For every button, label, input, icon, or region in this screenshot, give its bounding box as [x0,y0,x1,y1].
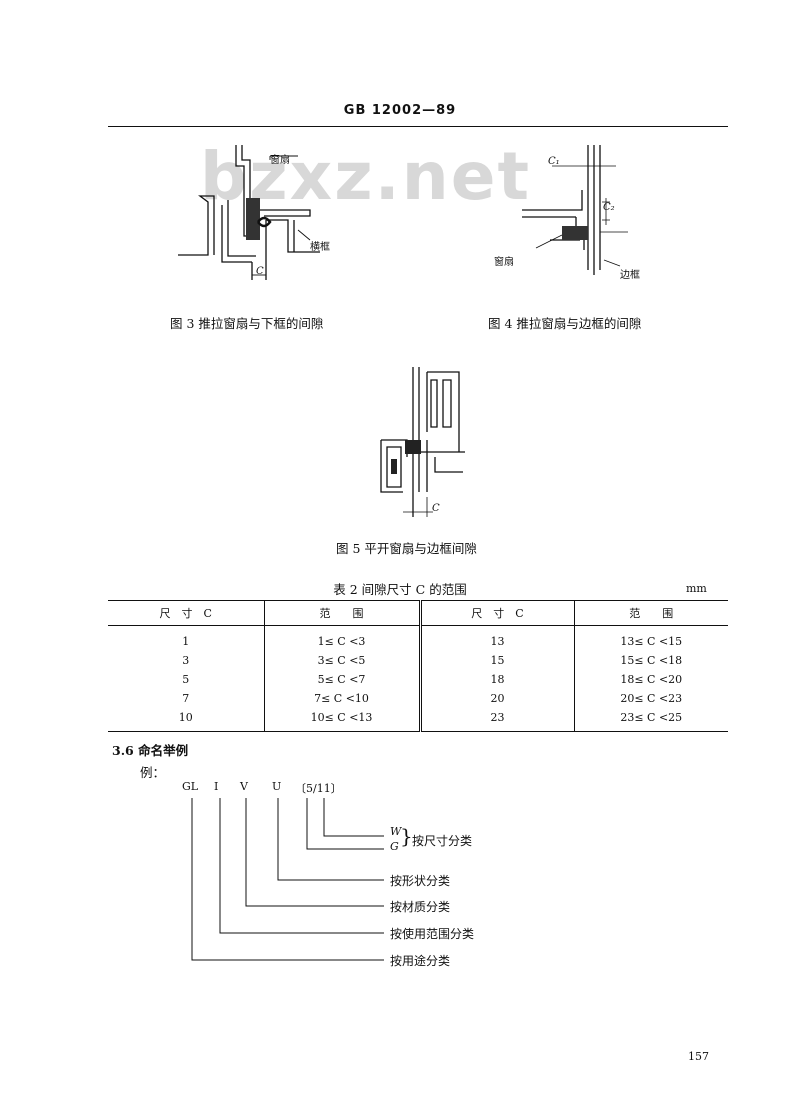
table-header-cell: 范 围 [573,600,728,626]
table-cell: 15 [418,651,574,670]
table-cell: 5 [182,673,190,686]
header-rule [108,126,728,127]
code-part-gl: GL [182,780,199,793]
code-part-v: V [240,780,248,793]
class-shape: 按形状分类 [390,874,451,888]
code-part-size: 〔5/11〕 [295,782,342,795]
table-cell: 7≤ C <10 [263,689,420,708]
table-header-cell: 尺 寸 C [108,600,264,626]
fig4-label-frame: 边框 [620,270,640,281]
figure-4-drawing [522,145,628,275]
table-cell: 20≤ C <23 [573,689,728,708]
naming-g: G [390,840,399,853]
table-title: 表 2 间隙尺寸 C 的范围 [333,582,467,597]
section-example-label: 例： [140,765,166,780]
table-header-cell: 范 围 [263,600,420,626]
table-cell: 13 [418,625,574,651]
table-unit: mm [686,582,707,595]
table-cell: 23 [418,708,574,732]
table-cell: 23≤ C <25 [573,708,728,732]
table-cell: 15≤ C <18 [573,651,728,670]
table-cell: 13≤ C <15 [573,625,728,651]
page-number: 157 [688,1050,709,1063]
fig3-label-frame: 横框 [310,242,330,253]
table-cell: 18 [418,670,574,689]
fig4-label-sash: 窗扇 [494,257,514,268]
figure-3-drawing [178,145,320,280]
naming-w: W [390,825,402,838]
fig3-label-c: C [256,266,264,277]
table-header-cell: 尺 寸 C [418,600,574,626]
class-usage-range: 按使用范围分类 [390,927,475,941]
table-row: 10 10≤ C <13 23 23≤ C <25 [108,708,728,732]
naming-brace: } [400,824,413,848]
fig4-caption: 图 4 推拉窗扇与边框的间隙 [488,316,642,331]
table-row: 7 7≤ C <10 20 20≤ C <23 [108,689,728,708]
figure-5-drawing [380,367,465,517]
table-cell: 1≤ C <3 [263,625,420,651]
table-cell: 18≤ C <20 [573,670,728,689]
table-header-row: 尺 寸 C 范 围 尺 寸 C 范 围 [108,600,728,626]
fig3-label-sash: 窗扇 [270,155,290,166]
gap-size-table: 尺 寸 C 范 围 尺 寸 C 范 围 1 1≤ C <3 13 13≤ C <… [108,600,728,732]
table-row: 3 3≤ C <5 15 15≤ C <18 [108,651,728,670]
document-header: GB 12002—89 [343,103,457,118]
table-cell: 1 [182,635,190,648]
fig4-label-c2: C₂ [603,202,615,213]
table-row: 5 5≤ C <7 18 18≤ C <20 [108,670,728,689]
class-material: 按材质分类 [390,900,451,914]
table-cell: 10≤ C <13 [263,708,420,732]
code-part-u: U [272,780,282,793]
table-row: 1 1≤ C <3 13 13≤ C <15 [108,625,728,651]
table-cell: 7 [182,692,190,705]
table-cell: 5≤ C <7 [263,670,420,689]
code-part-i: I [214,780,219,793]
table-cell: 10 [108,708,264,732]
fig4-label-c1: C₁ [548,156,560,167]
class-size: 按尺寸分类 [412,834,473,848]
table-cell: 3 [182,654,190,667]
fig3-caption: 图 3 推拉窗扇与下框的间隙 [170,316,324,331]
table-cell: 20 [418,689,574,708]
naming-connector-lines [191,798,384,961]
table-cell: 3≤ C <5 [263,651,420,670]
section-title: 3.6 命名举例 [112,743,189,758]
fig5-label-c: C [432,503,440,514]
fig5-caption: 图 5 平开窗扇与边框间隙 [336,541,477,556]
class-purpose: 按用途分类 [390,954,451,968]
